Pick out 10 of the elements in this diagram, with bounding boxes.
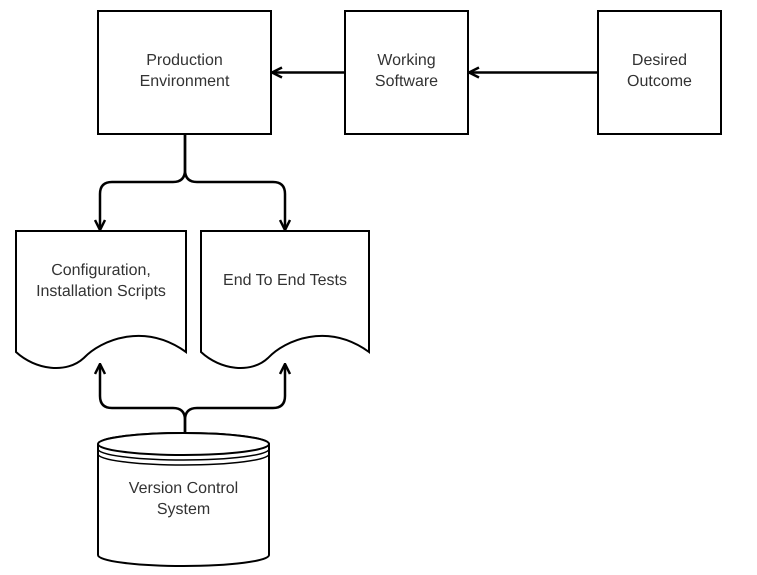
node-label: Version Control System: [128, 479, 240, 520]
arrow: [270, 66, 344, 79]
node-label: Working Software: [374, 51, 440, 92]
node-label: Configuration, Installation Scripts: [35, 261, 167, 302]
node-label: End To End Tests: [222, 271, 348, 291]
arrow: [468, 66, 597, 79]
arrow: [184, 362, 292, 432]
arrow: [184, 135, 292, 232]
node-label: Production Environment: [138, 51, 230, 92]
node-label: Desired Outcome: [626, 51, 693, 92]
